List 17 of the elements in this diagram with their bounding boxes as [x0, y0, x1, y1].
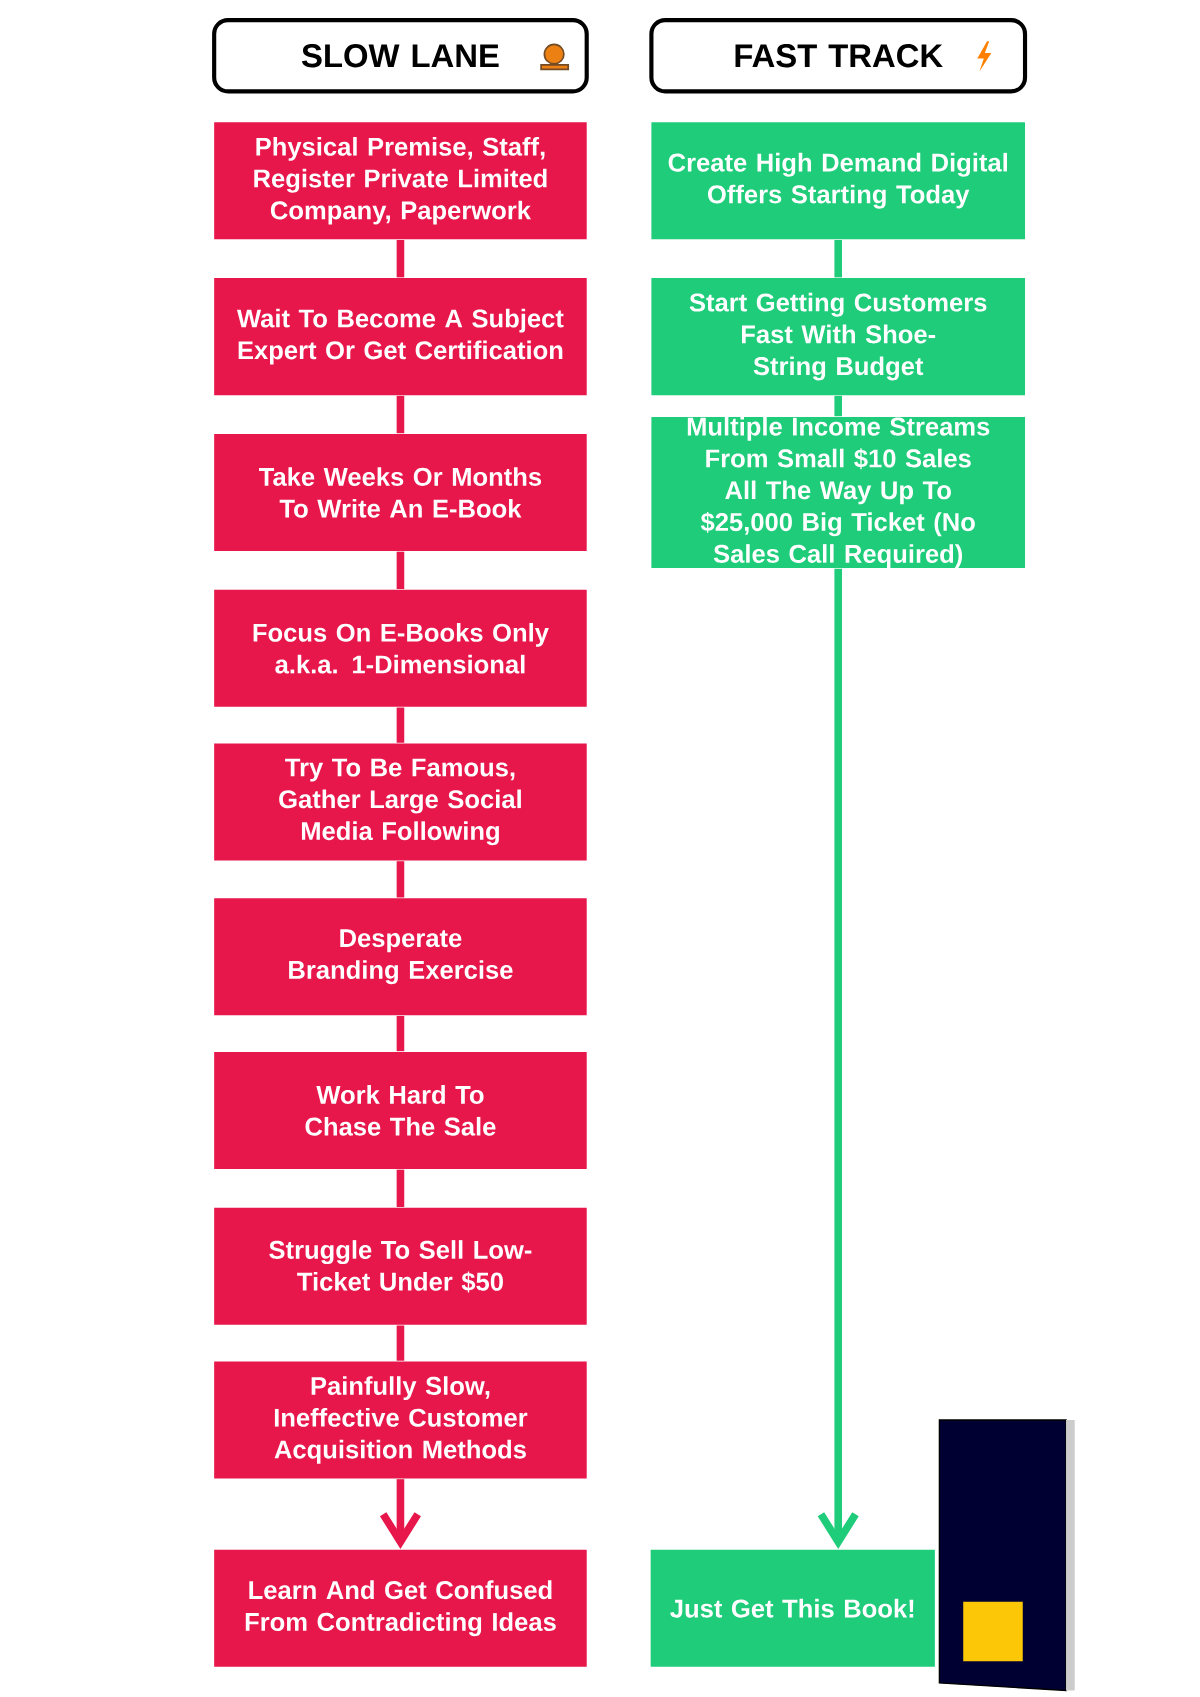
step-box: Focus On E-Books Only a.k.a. 1-Dimensional — [214, 589, 587, 707]
step-box: Take Weeks Or Months To Write An E-Book — [214, 433, 587, 551]
connector-line — [396, 1015, 405, 1052]
step-box: Wait To Become A Subject Expert Or Get Certification — [214, 278, 587, 396]
step-box: Multiple Income Streams From Small $10 Sales All The Way Up To $25,000 Big Ticket (No Sales Call Required) — [651, 416, 1025, 568]
step-box: Physical Premise, Staff, Register Private Limited Company, Paperwork — [214, 122, 587, 240]
step-box: Start Getting Customers Fast With Shoe-String Budget — [651, 278, 1025, 396]
step-box: Just Get This Book! — [650, 1549, 935, 1667]
step-box: Desperate Branding Exercise — [214, 898, 587, 1016]
step-box: Painfully Slow, Ineffective Customer Acquisition Methods — [214, 1361, 587, 1479]
step-box: Work Hard To Chase The Sale — [214, 1051, 587, 1169]
step-box: Try To Be Famous, Gather Large Social Media Following — [214, 743, 587, 861]
header-box: FAST TRACK — [649, 18, 1027, 94]
step-box: Struggle To Sell Low-Ticket Under $50 — [214, 1207, 587, 1325]
step-box: Create High Demand Digital Offers Starting Today — [651, 122, 1025, 240]
step-box: Learn And Get Confused From Contradicting Ideas — [214, 1549, 587, 1667]
header-box: SLOW LANE — [212, 18, 589, 94]
